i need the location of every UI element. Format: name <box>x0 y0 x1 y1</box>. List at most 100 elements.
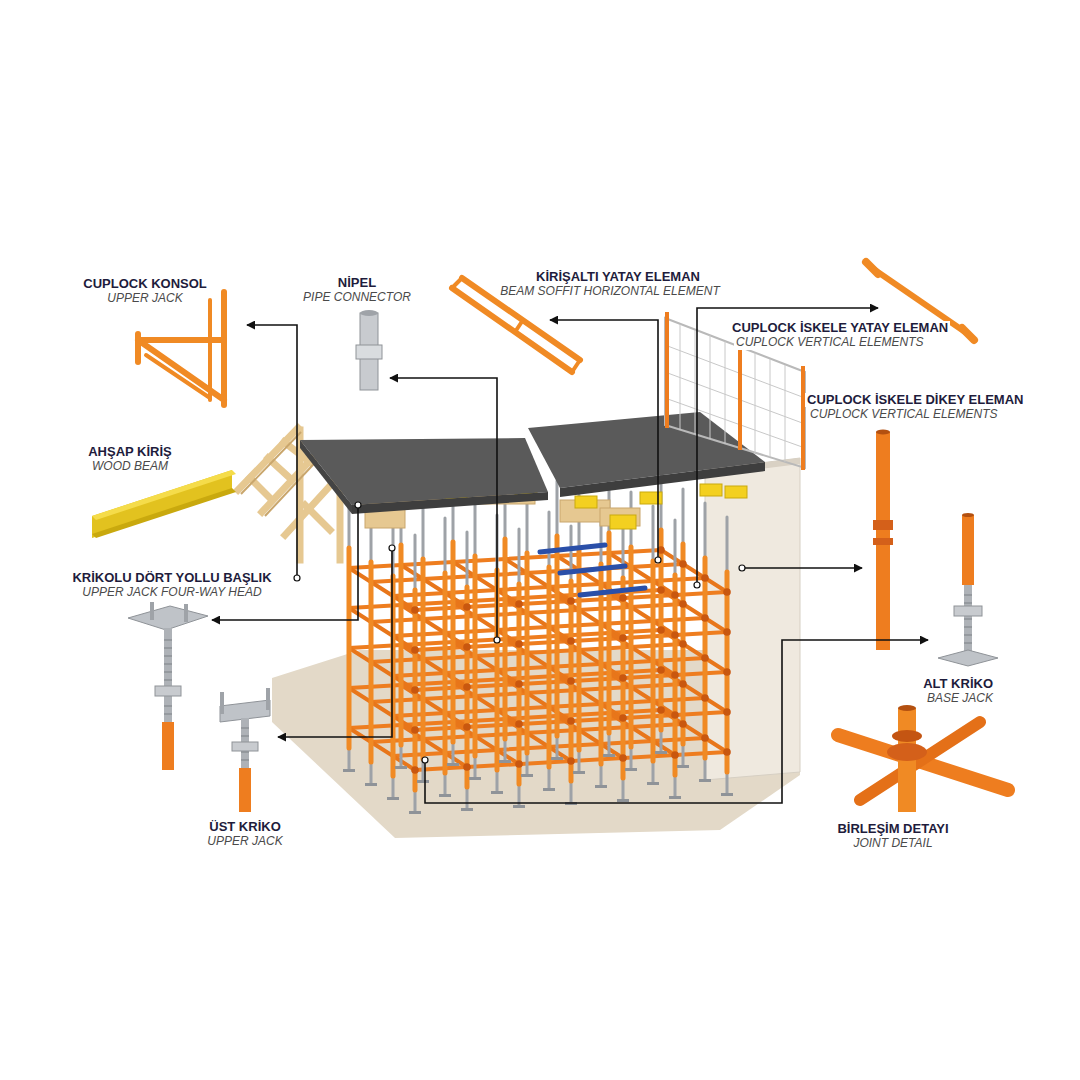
cup-joint <box>657 666 665 674</box>
scaffold-tube <box>609 673 675 715</box>
scaffold-tube <box>369 562 374 762</box>
part-name: NİPEL <box>336 276 378 291</box>
scaffold-tube <box>401 685 467 727</box>
cup-joint <box>671 711 679 719</box>
base-plate <box>669 796 681 799</box>
base-plate <box>551 757 563 760</box>
scaffold-tube <box>474 756 477 778</box>
scaffold-tube <box>674 775 677 797</box>
cup-joint <box>657 706 665 714</box>
scaffold-tube <box>608 733 611 755</box>
scaffold-tube <box>474 501 477 556</box>
part-name: CUPLOCK İSKELE YATAY ELEMAN <box>730 321 950 336</box>
scaffold-tube <box>609 713 675 755</box>
scaffold-tube <box>661 670 727 712</box>
scaffold-tube <box>578 750 581 772</box>
base-plate <box>721 793 733 796</box>
scaffold-tube <box>414 535 417 590</box>
scaffold-tube <box>349 648 415 690</box>
cup-joint <box>411 646 419 654</box>
upper-jack <box>220 688 270 812</box>
scaffold-tube <box>518 529 521 584</box>
scaffold-tube <box>674 520 677 575</box>
cup-joint <box>619 714 627 722</box>
part-name-english: JOINT DETAIL <box>851 837 934 851</box>
scaffold-tube <box>453 642 519 684</box>
cup-joint <box>411 726 419 734</box>
scaffold-tube <box>401 645 467 687</box>
cup-joint <box>463 763 471 771</box>
part-name-english: WOOD BEAM <box>90 460 170 474</box>
scaffold-tube <box>453 722 519 764</box>
scaffold-tube <box>661 630 727 672</box>
part-name: ALT KRİKO <box>921 677 995 692</box>
scaffold-tube <box>347 548 352 748</box>
scaffold-tube <box>682 744 685 766</box>
cup-joint <box>701 654 709 662</box>
scaffold-tube <box>421 559 426 759</box>
scaffold-tube <box>452 742 455 764</box>
cup-joint <box>657 586 665 594</box>
cup-joint <box>567 597 575 605</box>
scaffold-tube <box>414 790 417 812</box>
part-name: KRİKOLU DÖRT YOLLU BAŞLIK <box>70 571 273 586</box>
scaffold-tube <box>349 728 415 770</box>
slab-edge <box>352 492 548 514</box>
base-plate <box>647 782 659 785</box>
scaffold-tube <box>504 739 507 761</box>
base-plate <box>655 751 667 754</box>
part-name-english: UPPER JACK <box>105 292 184 306</box>
part-name: ÜST KRİKO <box>207 820 283 835</box>
leader-lines <box>212 308 928 803</box>
cup-joint <box>619 634 627 642</box>
scaffold-tube <box>505 559 571 601</box>
scaffold-tube <box>630 747 633 769</box>
scaffold-tube <box>555 536 560 736</box>
base-plate <box>469 777 481 780</box>
cup-joint <box>515 720 523 728</box>
scaffold-tube <box>557 596 623 638</box>
cup-joint <box>723 628 731 636</box>
base-plate <box>617 799 629 802</box>
base-plate <box>461 808 473 811</box>
cup-joint <box>701 574 709 582</box>
base-plate <box>521 774 533 777</box>
scaffold-frame <box>343 475 733 814</box>
cup-joint <box>463 603 471 611</box>
base-plate <box>439 794 451 797</box>
cup-joint <box>567 717 575 725</box>
scaffold-tube <box>660 730 663 752</box>
scaffold-tube <box>557 676 623 718</box>
scaffold-tube <box>399 545 404 745</box>
cup-joint <box>671 591 679 599</box>
part-name-english: UPPER JACK FOUR-WAY HEAD <box>80 586 263 600</box>
cup-joint <box>679 680 687 688</box>
scaffold-tube <box>557 636 623 678</box>
cup-joint <box>679 600 687 608</box>
base-plate <box>343 769 355 772</box>
part-name-english: BEAM SOFFIT HORIZONTAL ELEMENT <box>498 285 722 299</box>
scaffold-tube <box>401 605 467 647</box>
base-plate <box>595 785 607 788</box>
scaffold-tube <box>652 506 655 561</box>
cup-joint <box>679 640 687 648</box>
base-jack <box>938 513 998 666</box>
cup-joint <box>411 686 419 694</box>
part-name-english: CUPLOCK VERTICAL ELEMENTS <box>808 408 1000 422</box>
part-name: BİRLEŞİM DETAYI <box>835 822 950 837</box>
part-name: AHŞAP KİRİŞ <box>86 445 174 460</box>
scaffold-tube <box>422 504 425 559</box>
cup-joint <box>723 588 731 596</box>
scaffold-tube <box>444 518 447 573</box>
scaffold-tube <box>473 556 478 756</box>
base-plate <box>499 760 511 763</box>
scaffold-tube <box>505 719 571 761</box>
scaffold-tube <box>556 736 559 758</box>
base-plate <box>603 754 615 757</box>
cup-joint <box>515 760 523 768</box>
scaffold-tube <box>503 539 508 739</box>
scaffold-tube <box>348 748 351 770</box>
scaffold-tube <box>609 633 675 675</box>
